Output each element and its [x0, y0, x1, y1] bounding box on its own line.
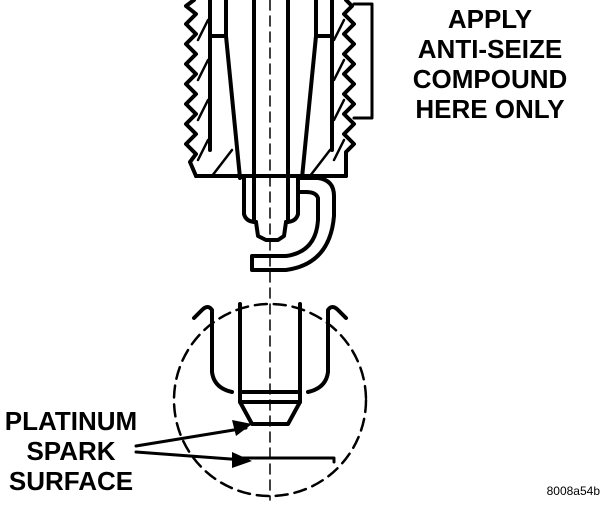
anti-seize-label-line-4: HERE ONLY — [415, 94, 565, 124]
shell-hatching — [196, 18, 346, 178]
insulator — [208, 0, 334, 224]
anti-seize-label-line-1: APPLY — [447, 4, 533, 34]
threaded-shell — [184, 0, 356, 178]
platinum-label-line-3: SURFACE — [8, 466, 134, 496]
platinum-label-line-1: PLATINUM — [4, 406, 138, 436]
detail-circle — [172, 302, 368, 498]
magnified-ground-bar — [238, 456, 336, 464]
center-electrode — [252, 0, 290, 242]
platinum-label-line-2: SPARK — [26, 436, 116, 466]
figure-reference: 8008a54b — [546, 484, 600, 498]
anti-seize-label-line-2: ANTI-SEIZE — [417, 34, 563, 64]
thread-bracket — [352, 2, 374, 120]
magnified-tip — [192, 302, 348, 426]
spark-surface-arrows — [134, 420, 252, 468]
ground-electrode — [250, 176, 336, 272]
anti-seize-label-line-3: COMPOUND — [412, 64, 568, 94]
